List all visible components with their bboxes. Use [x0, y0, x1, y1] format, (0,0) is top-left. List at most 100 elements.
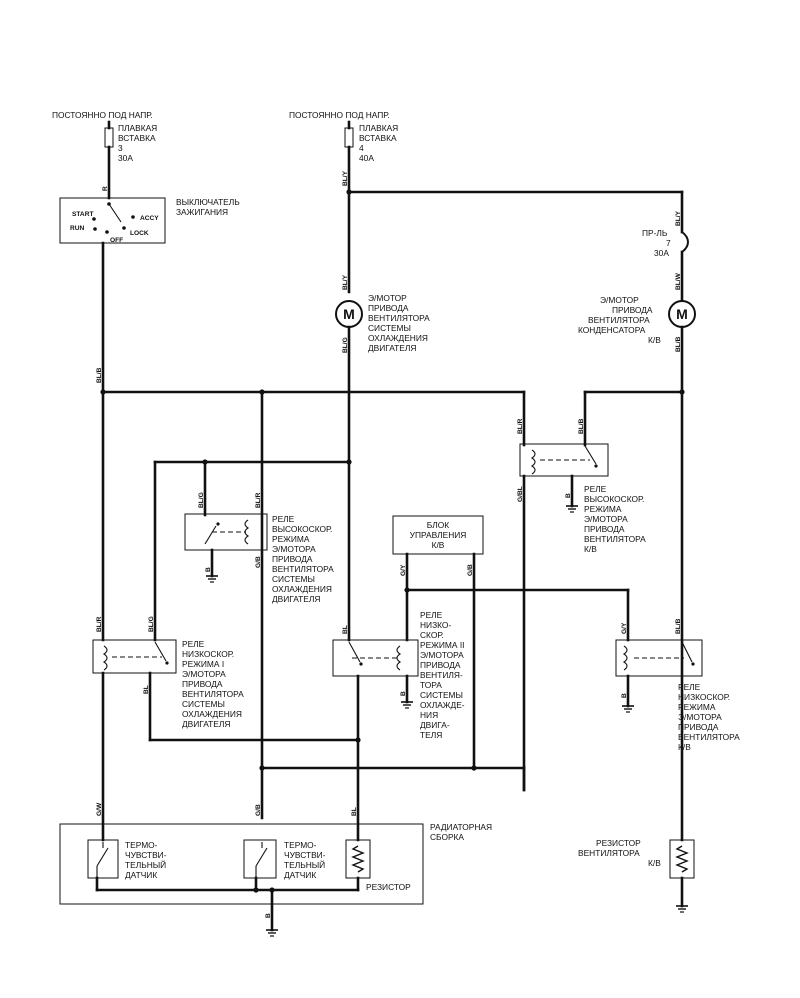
rl2-l12: ТЕЛЯ: [420, 730, 442, 740]
rhe-l3: Э/МОТОРА: [272, 544, 316, 554]
resistor-zigzag: [351, 845, 365, 873]
cu-l1: УПРАВЛЕНИЯ: [410, 530, 467, 540]
rac-l1: ВЕНТИЛЯТОРА: [578, 848, 640, 858]
rhe-l0: РЕЛЕ: [272, 514, 295, 524]
relay-high-engine: BL/G BL/R B G/B РЕЛЕ ВЫСОКОСКОР. РЕЖИМА …: [184, 492, 334, 604]
wire-label-gb-mid: G/B: [255, 556, 262, 568]
wire-label-bl-l2: BL: [342, 625, 349, 634]
wire-label-blr-l1: BL/R: [96, 616, 103, 632]
fuse-7-label-3: 30A: [654, 248, 669, 258]
sensor2-l3: ДАТЧИК: [284, 870, 316, 880]
wire-label-r: R: [102, 186, 109, 191]
rl2-l7: ТОРА: [420, 680, 442, 690]
cond-motor-l4: К/В: [648, 335, 661, 345]
radiator-assembly-box: [59, 823, 424, 905]
ac-control-unit-box: [392, 515, 484, 555]
ignition-label-2: ЗАЖИГАНИЯ: [176, 207, 228, 217]
eng-motor-l1: ПРИВОДА: [368, 303, 409, 313]
rl2-l4: Э/МОТОРА: [420, 650, 464, 660]
relay-low-1: BL/R BL/G BL РЕЛЕ НИЗКОСКОР. РЕЖИМА I Э/…: [92, 616, 361, 842]
rl1-l1: НИЗКОСКОР.: [182, 649, 234, 659]
wire-label-blg-motor: BL/G: [342, 337, 349, 353]
eng-motor-l4: ОХЛАЖДЕНИЯ: [368, 333, 428, 343]
ignition-label-1: ВЫКЛЮЧАТЕЛЬ: [176, 197, 240, 207]
ignition-accy: ACCY: [140, 215, 159, 222]
rl2-l3: РЕЖИМА II: [420, 640, 464, 650]
wire-label-blb-cond: BL/B: [675, 336, 682, 352]
rl2-l11: ДВИГА-: [420, 720, 450, 730]
fuse-4-label-1: ПЛАВКАЯ: [359, 123, 398, 133]
thermo-sensor-1: [87, 839, 119, 879]
rhe-l5: ВЕНТИЛЯТОРА: [272, 564, 334, 574]
wire-label-gw: G/W: [96, 802, 103, 816]
relay-low-2: BL B РЕЛЕ НИЗКО- СКОР. РЕЖИМА II Э/МОТОР…: [332, 610, 465, 742]
wire-label-blg-l1: BL/G: [148, 616, 155, 632]
relay-high-ac-box: [519, 443, 609, 477]
fuse-link-3: [104, 127, 114, 148]
ac-control-unit: БЛОК УПРАВЛЕНИЯ К/В G/Y G/B: [392, 515, 630, 770]
rlac-l1: НИЗКОСКОР.: [678, 692, 730, 702]
rl1-l2: РЕЖИМА I: [182, 659, 224, 669]
wire-label-bly-cond: BL/Y: [675, 210, 682, 226]
wire-label-blr-h: BL/R: [255, 492, 262, 508]
rl2-l1: НИЗКО-: [420, 620, 451, 630]
fuse-4-number: 4: [359, 143, 364, 153]
rl2-l5: ПРИВОДА: [420, 660, 461, 670]
engine-motor-m: M: [343, 306, 355, 322]
engine-fan-motor: BL/Y M Э/МОТОР ПРИВОДА ВЕНТИЛЯТОРА СИСТЕ…: [335, 274, 430, 464]
sensor2-l2: ТЕЛЬНЫЙ: [284, 859, 325, 870]
ac-fan-resistor: РЕЗИСТОР ВЕНТИЛЯТОРА К/В: [578, 838, 695, 913]
ignition-switch-box: [59, 197, 166, 244]
rl1-l8: ДВИГАТЕЛЯ: [182, 719, 230, 729]
cond-motor-l3: КОНДЕНСАТОРА: [578, 325, 646, 335]
wire-label-blb-ign: BL/B: [96, 367, 103, 383]
relay-low-2-coil: [396, 645, 401, 671]
relay-low-ac: G/Y BL/B B РЕЛЕ НИЗКОСКОР. РЕЖИМА Э/МОТО…: [615, 618, 740, 752]
fuse-link-4: [344, 127, 354, 148]
rl1-l3: Э/МОТОРА: [182, 669, 226, 679]
wire-label-bl-rad: BL: [351, 807, 358, 816]
wire-label-bly-motor: BL/Y: [342, 274, 349, 290]
ignition-start: START: [72, 211, 94, 218]
wire-label-b-h: B: [205, 567, 212, 572]
sensor1-l2: ТЕЛЬНЫЙ: [125, 859, 166, 870]
sensor-bus: [259, 738, 526, 842]
fuse-3-label-2: ВСТАВКА: [118, 133, 156, 143]
eng-motor-l2: ВЕНТИЛЯТОРА: [368, 313, 430, 323]
cond-motor-l1: ПРИВОДА: [612, 305, 653, 315]
rlac-l2: РЕЖИМА: [678, 702, 716, 712]
rl1-l4: ПРИВОДА: [182, 679, 223, 689]
rhac-l5: ВЕНТИЛЯТОРА: [584, 534, 646, 544]
relay-low-ac-box: [615, 639, 703, 677]
fuse-7-label-1: ПР-ЛЬ: [642, 228, 668, 238]
wire-label-blb-acl: BL/B: [675, 618, 682, 634]
rhe-l7: ОХЛАЖДЕНИЯ: [272, 584, 332, 594]
eng-motor-l5: ДВИГАТЕЛЯ: [368, 343, 416, 353]
rl2-l10: НИЯ: [420, 710, 438, 720]
rhe-l1: ВЫСОКОСКОР.: [272, 524, 332, 534]
rlac-l0: РЕЛЕ: [678, 682, 701, 692]
relay-low-ac-coil: [623, 645, 628, 671]
rl2-l0: РЕЛЕ: [420, 610, 443, 620]
rhac-l1: ВЫСОКОСКОР.: [584, 494, 644, 504]
rhac-l3: Э/МОТОРА: [584, 514, 628, 524]
sensor1-l1: ЧУВСТВИ-: [125, 850, 167, 860]
rhe-l4: ПРИВОДА: [272, 554, 313, 564]
fuse-7-label-2: 7: [666, 238, 671, 248]
wire-label-gb-rad: G/B: [255, 804, 262, 816]
sensor2-l1: ЧУВСТВИ-: [284, 850, 326, 860]
relay-high-ac-coil: [531, 449, 536, 475]
ignition-switch: ВЫКЛЮЧАТЕЛЬ ЗАЖИГАНИЯ START RUN OFF LOCK…: [59, 197, 240, 394]
wire-label-bly-main: BL/Y: [342, 170, 349, 186]
sensor1-l3: ДАТЧИК: [125, 870, 157, 880]
relay-low-2-box: [332, 639, 419, 677]
relay-high-ac: BL/R BL/B G/BL B РЕЛЕ ВЫСОКОСКОР. РЕЖИМА…: [517, 389, 685, 792]
rl2-l9: ОХЛАЖДЕ-: [420, 700, 465, 710]
supply-left: ПОСТОЯННО ПОД НАПР. ПЛАВКАЯ ВСТАВКА 3 30…: [52, 110, 157, 200]
wire-label-blw: BL/W: [675, 272, 682, 290]
ignition-contact-arm: [108, 203, 122, 223]
rac-l0: РЕЗИСТОР: [596, 838, 641, 848]
relay-high-engine-box: [184, 513, 268, 551]
fuse-3-label-1: ПЛАВКАЯ: [118, 123, 157, 133]
